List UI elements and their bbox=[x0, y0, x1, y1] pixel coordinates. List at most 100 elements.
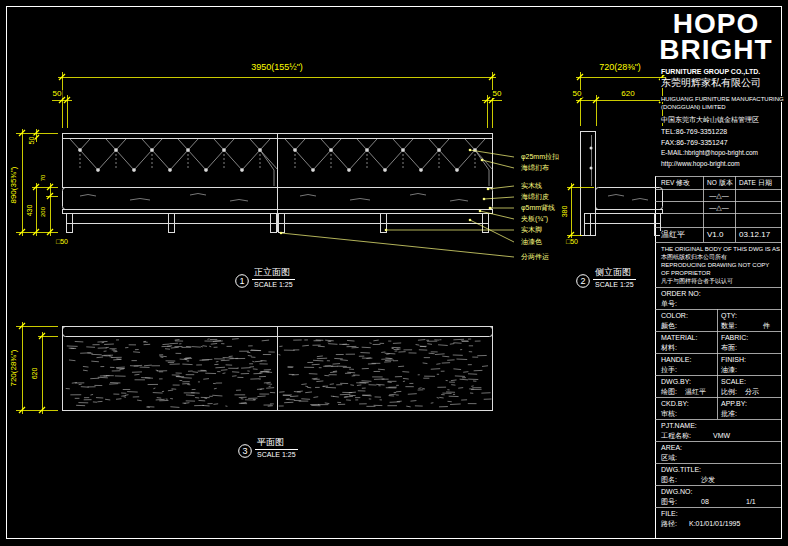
leather-texture bbox=[420, 346, 427, 347]
leather-texture bbox=[133, 396, 139, 397]
leather-texture bbox=[168, 390, 173, 392]
leather-texture bbox=[182, 364, 192, 366]
field-label: DWG.NO: bbox=[660, 488, 694, 495]
field-label: PJT.NAME: bbox=[660, 422, 698, 429]
tufting-pattern bbox=[475, 150, 476, 170]
drawing-frame bbox=[7, 7, 782, 539]
view-heading: 正立面图SCALE 1:25 bbox=[252, 268, 295, 289]
dimension-text: 380 bbox=[561, 204, 568, 218]
leather-texture bbox=[113, 350, 117, 352]
leather-texture bbox=[395, 376, 402, 377]
leather-texture bbox=[228, 368, 237, 369]
leather-texture bbox=[116, 398, 121, 400]
leather-texture bbox=[358, 390, 366, 391]
dimension-tick bbox=[489, 74, 495, 80]
leather-texture bbox=[66, 339, 492, 408]
field-label: 工程名称: bbox=[660, 432, 692, 439]
leather-texture bbox=[226, 364, 233, 365]
leather-texture bbox=[438, 344, 448, 346]
leather-texture bbox=[468, 364, 472, 365]
leather-texture bbox=[326, 387, 336, 389]
leather-texture bbox=[382, 379, 389, 380]
copyright-note: 本图纸版权归本公司所有 bbox=[660, 254, 728, 260]
copyright-note: THE ORIGINAL BODY OF THIS DWG IS AS bbox=[660, 246, 781, 252]
leather-texture bbox=[307, 387, 311, 388]
leather-texture bbox=[169, 343, 178, 344]
field-label: AREA: bbox=[660, 444, 683, 451]
leather-texture bbox=[387, 405, 397, 406]
leather-texture bbox=[369, 342, 371, 344]
leather-texture bbox=[140, 367, 150, 368]
title-block-grid bbox=[717, 309, 718, 419]
leather-texture bbox=[456, 359, 467, 360]
leather-texture bbox=[471, 385, 473, 386]
tufting-pattern bbox=[70, 139, 493, 186]
leather-texture bbox=[182, 381, 189, 382]
view-title: 侧立面图 bbox=[593, 268, 636, 279]
field-label: 油漆: bbox=[720, 366, 738, 373]
leather-texture bbox=[90, 378, 99, 379]
leather-texture bbox=[484, 399, 492, 400]
table-cell: —△— bbox=[708, 204, 729, 211]
leather-texture bbox=[92, 344, 99, 345]
field-value: 分示 bbox=[744, 388, 760, 395]
leather-texture bbox=[453, 368, 461, 370]
leather-texture bbox=[376, 384, 384, 386]
leather-texture bbox=[347, 340, 355, 342]
leather-texture bbox=[241, 398, 244, 399]
leather-texture bbox=[385, 353, 396, 355]
leather-texture bbox=[469, 351, 472, 352]
leather-texture bbox=[340, 394, 351, 395]
dimension-tick bbox=[47, 184, 53, 190]
leather-texture bbox=[253, 373, 261, 374]
leather-texture bbox=[202, 345, 206, 347]
leather-texture bbox=[204, 341, 214, 342]
view-circle bbox=[239, 445, 252, 458]
leather-texture bbox=[319, 367, 322, 368]
leather-texture bbox=[162, 391, 164, 392]
leather-texture bbox=[262, 340, 269, 342]
dimension-line bbox=[22, 322, 23, 414]
dimension-line bbox=[16, 72, 666, 414]
leather-texture bbox=[208, 403, 213, 404]
leather-texture bbox=[173, 385, 180, 386]
leather-texture bbox=[116, 339, 119, 340]
leather-texture bbox=[380, 343, 384, 344]
tufting-pattern bbox=[114, 148, 117, 151]
leather-texture bbox=[435, 353, 445, 355]
leader-line bbox=[470, 150, 514, 157]
leather-texture bbox=[269, 386, 271, 388]
table-cell: DATE 日期 bbox=[738, 180, 773, 187]
leather-texture bbox=[143, 341, 147, 342]
leather-texture bbox=[442, 393, 451, 394]
title-block-grid bbox=[655, 375, 781, 376]
leather-texture bbox=[481, 392, 490, 393]
leather-texture bbox=[111, 357, 122, 358]
leather-texture bbox=[252, 361, 254, 363]
leather-texture bbox=[225, 405, 227, 406]
leather-texture bbox=[416, 344, 420, 346]
tufting-pattern bbox=[331, 150, 332, 170]
dimension-tick bbox=[39, 407, 45, 413]
tufting-pattern bbox=[419, 168, 422, 171]
leather-texture bbox=[171, 388, 176, 389]
leather-texture bbox=[330, 371, 337, 373]
leader-line bbox=[280, 232, 283, 235]
leather-texture bbox=[470, 392, 473, 393]
side-elevation bbox=[581, 132, 596, 236]
dimension-line bbox=[567, 235, 582, 236]
leather-texture bbox=[369, 384, 377, 385]
leather-texture bbox=[437, 397, 439, 399]
leather-texture bbox=[134, 374, 139, 376]
leather-texture bbox=[247, 352, 250, 354]
leather-texture bbox=[359, 382, 368, 384]
side-elevation bbox=[585, 214, 661, 224]
dimension-line bbox=[571, 183, 572, 239]
leather-texture bbox=[79, 384, 82, 386]
tufting-pattern bbox=[78, 148, 81, 151]
leather-texture bbox=[366, 406, 375, 407]
leather-texture bbox=[130, 365, 139, 366]
leather-texture bbox=[187, 384, 190, 385]
leather-texture bbox=[431, 402, 434, 403]
leather-texture bbox=[268, 351, 274, 352]
